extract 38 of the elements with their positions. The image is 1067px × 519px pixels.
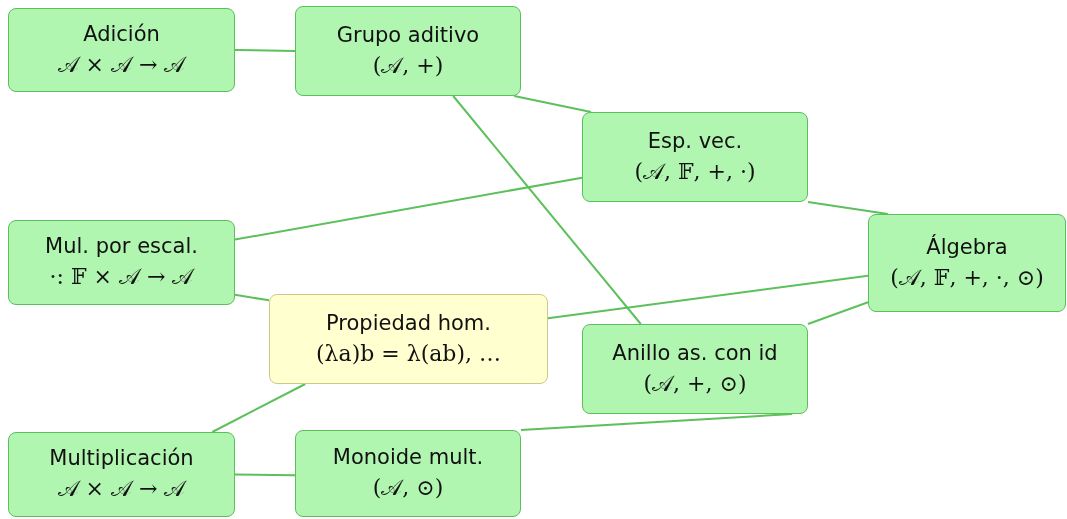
- connector-line: [211, 383, 307, 433]
- math-formula: (𝒜, 𝔽, +, ·): [634, 158, 756, 186]
- box-title: Monoide mult.: [332, 445, 484, 470]
- box-title: Anillo as. con id: [612, 340, 778, 365]
- concept-box: [8, 432, 235, 517]
- box-title: Multiplicación: [49, 446, 194, 471]
- math-formula: (𝒜, ⊙): [372, 475, 444, 502]
- box-title: Adición: [83, 21, 160, 46]
- math-formula: 𝒜 × 𝒜 → 𝒜: [57, 476, 186, 503]
- math-formula: (𝒜, +, ⊙): [643, 370, 747, 398]
- connector-line: [234, 176, 583, 241]
- note-box: [269, 294, 548, 384]
- concept-box: [8, 8, 235, 92]
- concept-box: [295, 6, 521, 96]
- connector-line: [452, 95, 642, 325]
- math-formula: (𝒜, 𝔽, +, ·, ⊙): [890, 264, 1044, 292]
- math-formula: (λa)b = λ(ab), …: [316, 340, 501, 368]
- connector-line: [807, 201, 889, 215]
- box-title: Grupo aditivo: [336, 22, 480, 47]
- connector-line: [807, 301, 869, 325]
- concept-box: [868, 214, 1066, 312]
- connector-line: [234, 293, 270, 302]
- concept-box: [582, 324, 808, 414]
- box-title: Esp. vec.: [647, 128, 743, 153]
- math-formula: 𝒜 × 𝒜 → 𝒜: [57, 51, 186, 79]
- concept-box: [8, 220, 235, 305]
- connector-line: [234, 49, 296, 52]
- math-formula: (𝒜, +): [372, 52, 444, 80]
- connector-line: [513, 95, 593, 113]
- box-title: Mul. por escal.: [45, 234, 198, 259]
- connector-line: [547, 274, 869, 320]
- box-title: Propiedad hom.: [326, 310, 491, 335]
- concept-box: [582, 112, 808, 202]
- box-title: Álgebra: [926, 234, 1008, 259]
- concept-box: [295, 430, 521, 517]
- math-formula: ·: 𝔽 × 𝒜 → 𝒜: [49, 264, 194, 291]
- connector-line: [520, 413, 794, 431]
- connector-line: [234, 473, 296, 477]
